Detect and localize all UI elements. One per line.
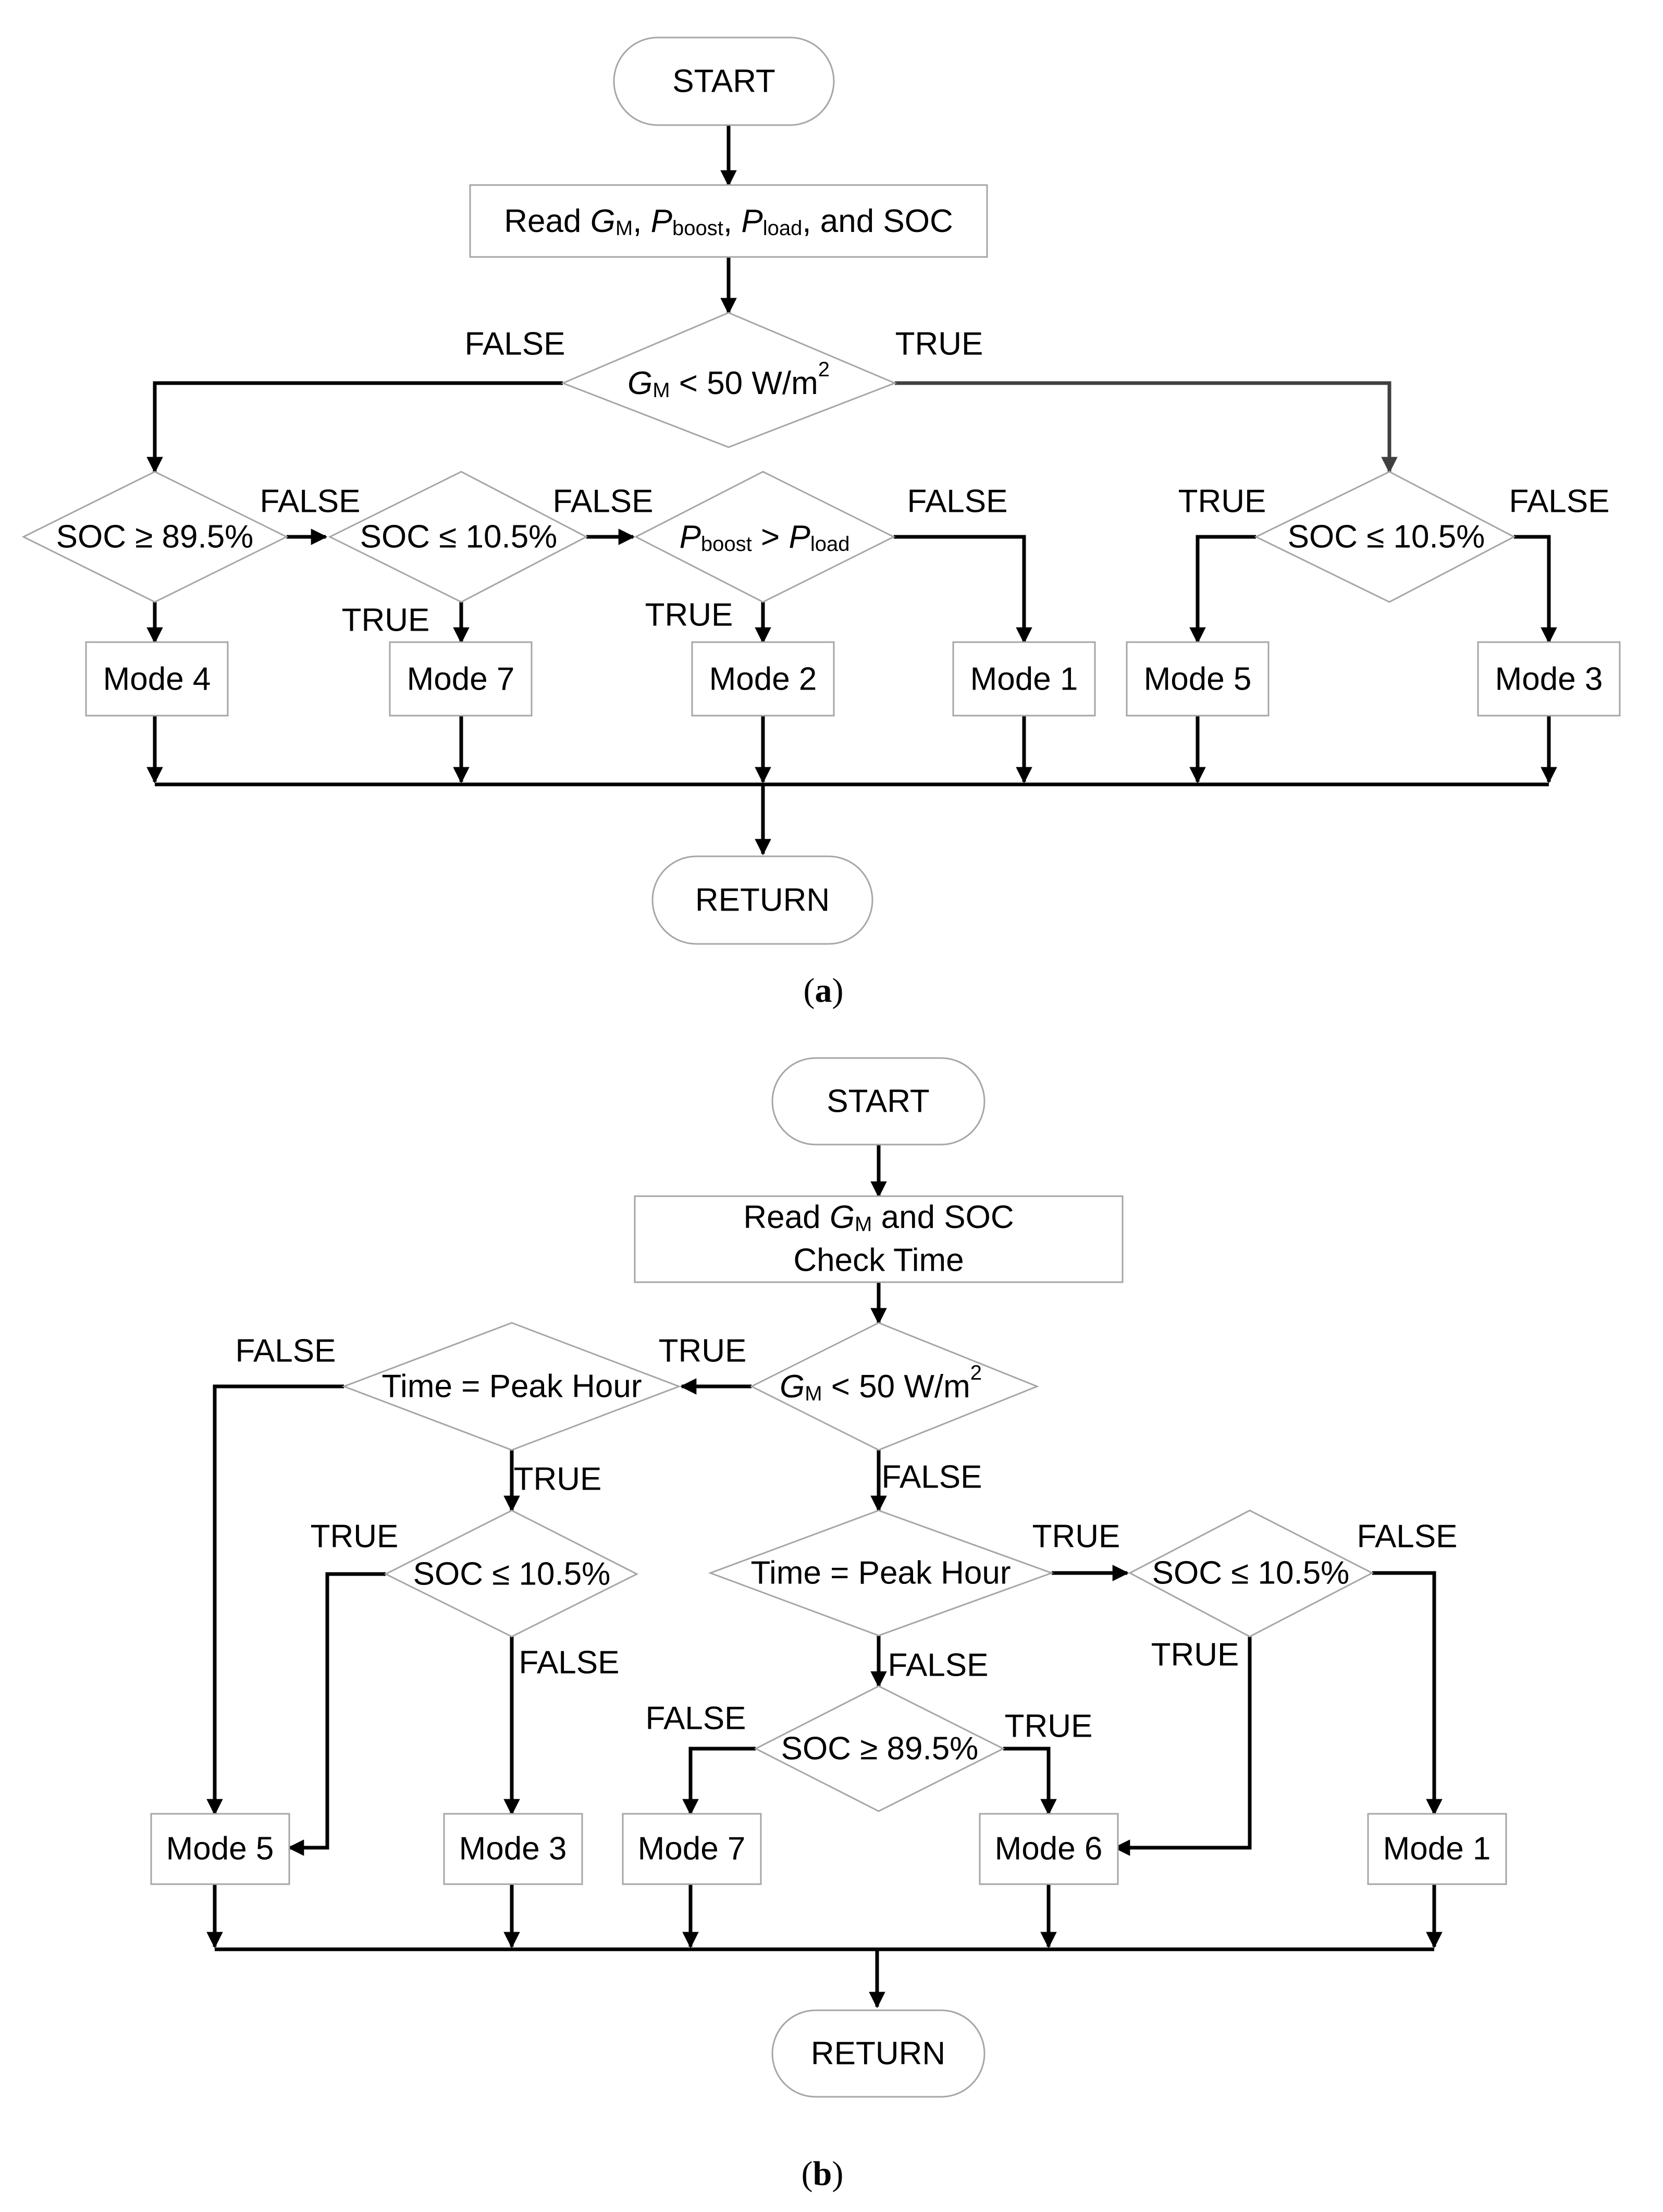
branch-label: FALSE bbox=[888, 1648, 989, 1683]
return-terminal: RETURN bbox=[771, 2009, 986, 2098]
branch-label: FALSE bbox=[260, 484, 361, 520]
decision-soc-low-1-text: SOC ≤ 10.5% bbox=[360, 519, 558, 555]
mode-box: Mode 1 bbox=[1367, 1813, 1507, 1885]
mode-label: Mode 1 bbox=[1383, 1831, 1491, 1867]
mode-box: Mode 7 bbox=[622, 1813, 762, 1885]
mode-box: Mode 5 bbox=[1126, 641, 1270, 717]
decision-soc-low-left: SOC ≤ 10.5% bbox=[384, 1509, 639, 1638]
mode-box: Mode 1 bbox=[952, 641, 1096, 717]
decision-irradiance: GM < 50 W/m2 bbox=[749, 1322, 1040, 1451]
arrow-gm-true bbox=[895, 381, 1398, 474]
decision-soc-high: SOC ≥ 89.5% bbox=[21, 471, 289, 603]
arrow-socll-true bbox=[287, 1572, 386, 1856]
return-label: RETURN bbox=[695, 882, 830, 918]
mode-box: Mode 7 bbox=[389, 641, 533, 717]
branch-label: TRUE bbox=[645, 597, 733, 633]
decision-soc-high-text: SOC ≥ 89.5% bbox=[56, 519, 254, 555]
mode-box: Mode 5 bbox=[150, 1813, 290, 1885]
mode-label: Mode 1 bbox=[970, 661, 1078, 697]
caption-b: (b) bbox=[802, 2155, 844, 2193]
read-inputs-box: Read GM, Pboost, Pload, and SOC bbox=[469, 184, 988, 258]
decision-soc-low-1: SOC ≤ 10.5% bbox=[328, 471, 588, 603]
arrow-socl2-false bbox=[1514, 535, 1557, 644]
mode-label: Mode 5 bbox=[166, 1831, 274, 1867]
arrow-socl2-true bbox=[1189, 535, 1256, 644]
decision-irradiance-text: GM < 50 W/m2 bbox=[780, 1361, 982, 1405]
decision-power: Pboost > Pload bbox=[634, 471, 896, 603]
panel-a-connectors bbox=[146, 125, 1557, 856]
start-terminal: START bbox=[771, 1057, 986, 1146]
decision-irradiance: GM < 50 W/m2 bbox=[561, 312, 897, 448]
decision-soc-low-right-text: SOC ≤ 10.5% bbox=[1152, 1555, 1350, 1591]
mode-box: Mode 3 bbox=[1477, 641, 1621, 717]
decision-peak-hour-right: Time = Peak Hour bbox=[708, 1509, 1054, 1637]
branch-label: FALSE bbox=[646, 1701, 746, 1737]
mode-label: Mode 7 bbox=[407, 661, 515, 697]
branch-label: FALSE bbox=[553, 484, 654, 520]
branch-label: TRUE bbox=[1151, 1637, 1239, 1673]
mode-label: Mode 3 bbox=[1495, 661, 1603, 697]
panel-b-connectors bbox=[206, 1145, 1443, 2009]
branch-label: FALSE bbox=[519, 1645, 620, 1681]
decision-power-text: Pboost > Pload bbox=[680, 519, 850, 556]
caption-a: (a) bbox=[804, 972, 844, 1010]
arrow-peakl-false bbox=[206, 1384, 344, 1816]
start-label: START bbox=[672, 64, 775, 100]
decision-soc-low-right: SOC ≤ 10.5% bbox=[1128, 1509, 1374, 1638]
branch-label: FALSE bbox=[465, 326, 565, 362]
read-inputs-text: Read GM and SOC bbox=[743, 1199, 1014, 1236]
branch-label: TRUE bbox=[1032, 1519, 1120, 1555]
decision-soc-low-2: SOC ≤ 10.5% bbox=[1254, 471, 1516, 603]
branch-label: TRUE bbox=[342, 603, 430, 638]
branch-label: FALSE bbox=[882, 1459, 982, 1495]
branch-label: FALSE bbox=[1357, 1519, 1458, 1555]
panel-a: START Read GM, Pboost, Pload, and SOC GM… bbox=[21, 36, 1621, 1010]
decision-peak-hour-left: Time = Peak Hour bbox=[341, 1322, 682, 1451]
branch-label: TRUE bbox=[514, 1461, 602, 1497]
branch-label: FALSE bbox=[236, 1333, 336, 1369]
mode-box: Mode 4 bbox=[85, 641, 229, 717]
branch-label: TRUE bbox=[1005, 1709, 1093, 1744]
decision-soc-low-2-text: SOC ≤ 10.5% bbox=[1288, 519, 1485, 555]
return-label: RETURN bbox=[811, 2036, 945, 2072]
start-terminal: START bbox=[613, 36, 835, 126]
decision-soc-low-left-text: SOC ≤ 10.5% bbox=[413, 1556, 611, 1592]
start-label: START bbox=[827, 1084, 930, 1120]
arrow-soch-false bbox=[682, 1747, 756, 1816]
mode-label: Mode 4 bbox=[103, 661, 211, 697]
mode-label: Mode 7 bbox=[638, 1831, 746, 1867]
branch-label: FALSE bbox=[907, 484, 1008, 520]
mode-label: Mode 3 bbox=[459, 1831, 567, 1867]
branch-label: TRUE bbox=[311, 1519, 399, 1555]
decision-peak-hour-left-text: Time = Peak Hour bbox=[381, 1369, 642, 1405]
decision-soc-high-text: SOC ≥ 89.5% bbox=[781, 1731, 979, 1767]
read-inputs-text: Read GM, Pboost, Pload, and SOC bbox=[504, 203, 953, 240]
panel-b: START Read GM and SOC Check Time GM < 50… bbox=[150, 1057, 1507, 2193]
check-time-text: Check Time bbox=[793, 1243, 964, 1279]
branch-label: FALSE bbox=[1509, 484, 1610, 520]
decision-soc-high: SOC ≥ 89.5% bbox=[754, 1685, 1005, 1812]
branch-label: TRUE bbox=[1178, 484, 1266, 520]
read-inputs-box: Read GM and SOC Check Time bbox=[634, 1195, 1124, 1283]
arrow-power-false bbox=[894, 535, 1032, 644]
decision-peak-hour-right-text: Time = Peak Hour bbox=[750, 1555, 1011, 1591]
mode-label: Mode 6 bbox=[995, 1831, 1103, 1867]
mode-box: Mode 3 bbox=[443, 1813, 583, 1885]
mode-label: Mode 5 bbox=[1144, 661, 1252, 697]
decision-irradiance-text: GM < 50 W/m2 bbox=[627, 358, 830, 402]
branch-label: TRUE bbox=[895, 326, 983, 362]
mode-box: Mode 2 bbox=[691, 641, 835, 717]
branch-label: TRUE bbox=[659, 1333, 747, 1369]
arrow-gm-false bbox=[146, 381, 563, 474]
arrow-socrl-false bbox=[1372, 1571, 1443, 1816]
return-terminal: RETURN bbox=[651, 855, 873, 945]
mode-label: Mode 2 bbox=[709, 661, 817, 697]
mode-box: Mode 6 bbox=[979, 1813, 1119, 1885]
arrow-socrl-true bbox=[1113, 1637, 1252, 1856]
arrow-soch-true bbox=[1003, 1747, 1057, 1816]
